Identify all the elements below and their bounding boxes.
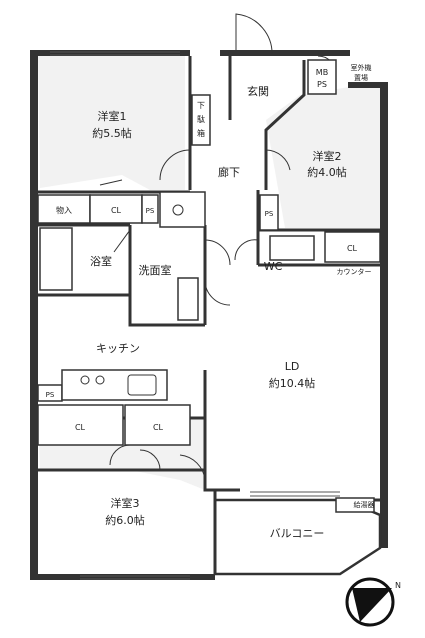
room-roka: 廊下	[218, 165, 240, 179]
counter-label: カウンター	[337, 267, 372, 276]
balcony-outline	[215, 498, 382, 576]
room-balcony: バルコニー	[270, 527, 325, 540]
outer-walls	[30, 50, 388, 580]
room-yokushitsu: 浴室	[90, 254, 112, 268]
compass-label: N	[395, 581, 401, 590]
room-yoshitsu3-area: 約6.0帖	[105, 513, 145, 527]
room-yoshitsu3-name: 洋室3	[111, 496, 140, 510]
compass-arrow-icon	[352, 588, 392, 622]
mb-label: MB	[316, 68, 328, 77]
ps-label-3: PS	[46, 391, 55, 399]
cl-label-4: CL	[153, 423, 164, 432]
cl-label-2: CL	[347, 244, 358, 253]
storage-label: 物入	[56, 205, 72, 215]
room-wc: WC	[264, 260, 283, 273]
room-yoshitsu2-area: 約4.0帖	[307, 165, 347, 179]
kitchen-fixtures	[80, 204, 184, 396]
windows	[50, 51, 340, 580]
cl-label-3: CL	[75, 423, 86, 432]
outdoor-unit-line-2: 置場	[354, 73, 368, 82]
room-yoshitsu1-name: 洋室1	[98, 109, 127, 123]
outdoor-unit-line-1: 室外機	[351, 63, 372, 72]
ps-label-2: PS	[265, 210, 274, 218]
mb-ps-label: PS	[317, 80, 327, 89]
cl-label-1: CL	[111, 206, 122, 215]
doors	[99, 13, 337, 481]
room-kitchen: キッチン	[96, 342, 140, 355]
room-genkan: 玄関	[247, 84, 269, 98]
room-yoshitsu1-area: 約5.5帖	[92, 126, 132, 140]
room-yoshitsu2-name: 洋室2	[313, 149, 342, 163]
room-ld-name: LD	[285, 360, 300, 373]
shoe-closet-char-1: 下	[197, 101, 205, 110]
compass: N	[345, 577, 401, 627]
closet-boxes	[37, 59, 381, 513]
ps-label-1: PS	[146, 207, 155, 215]
room-senmenshitsu: 洗面室	[139, 263, 172, 277]
room-ld-area: 約10.4帖	[269, 376, 316, 390]
shoe-closet-char-2: 駄	[197, 114, 205, 124]
water-heater-label: 給湯器	[354, 500, 375, 509]
compass-circle	[345, 577, 395, 627]
shoe-closet-char-3: 箱	[197, 128, 205, 138]
